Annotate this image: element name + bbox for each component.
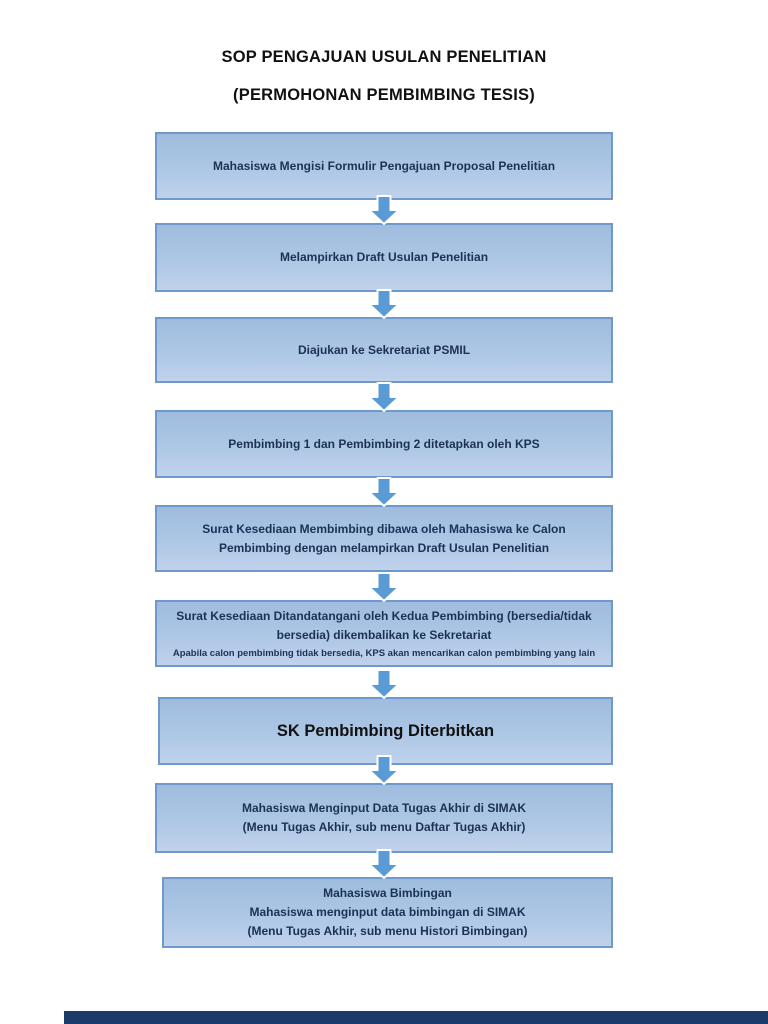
flow-step-text: (Menu Tugas Akhir, sub menu Histori Bimb… xyxy=(247,924,528,938)
flow-step-8: Mahasiswa Menginput Data Tugas Akhir di … xyxy=(155,783,613,853)
down-arrow-icon xyxy=(368,755,400,785)
down-arrow-icon xyxy=(368,849,400,879)
flow-step-text: Diajukan ke Sekretariat PSMIL xyxy=(297,342,471,357)
down-arrow-icon xyxy=(368,382,400,412)
flow-step-text: Mahasiswa Menginput Data Tugas Akhir di … xyxy=(241,801,527,815)
document-title-line1: SOP PENGAJUAN USULAN PENELITIAN xyxy=(221,48,547,66)
down-arrow-icon xyxy=(368,289,400,319)
down-arrow-icon xyxy=(368,477,400,507)
down-arrow-icon xyxy=(368,572,400,602)
flow-step-6: Surat Kesediaan Ditandatangani oleh Kedu… xyxy=(155,600,613,667)
flow-step-text: Mahasiswa Bimbingan xyxy=(323,886,452,900)
flow-step-4: Pembimbing 1 dan Pembimbing 2 ditetapkan… xyxy=(155,410,613,478)
flow-step-text: Surat Kesediaan Ditandatangani oleh Kedu… xyxy=(176,609,592,623)
flow-step-text: Pembimbing 1 dan Pembimbing 2 ditetapkan… xyxy=(228,436,540,451)
flow-step-3: Diajukan ke Sekretariat PSMIL xyxy=(155,317,613,383)
flow-step-text: Melampirkan Draft Usulan Penelitian xyxy=(279,250,489,264)
flow-step-text: bersedia) dikembalikan ke Sekretariat xyxy=(276,628,492,642)
flow-step-5: Surat Kesediaan Membimbing dibawa oleh M… xyxy=(155,505,613,572)
flow-step-text: (Menu Tugas Akhir, sub menu Daftar Tugas… xyxy=(242,820,526,834)
document-title-line2: (PERMOHONAN PEMBIMBING TESIS) xyxy=(233,86,535,104)
flow-step-text: Pembimbing dengan melampirkan Draft Usul… xyxy=(218,540,550,555)
flow-step-2: Melampirkan Draft Usulan Penelitian xyxy=(155,223,613,292)
flow-step-note: Apabila calon pembimbing tidak bersedia,… xyxy=(172,648,596,659)
flow-step-text: SK Pembimbing Diterbitkan xyxy=(276,722,495,740)
next-page-strip xyxy=(64,1011,768,1024)
flow-step-text: Mahasiswa menginput data bimbingan di SI… xyxy=(249,905,526,919)
down-arrow-icon xyxy=(368,195,400,225)
flow-step-text: Surat Kesediaan Membimbing dibawa oleh M… xyxy=(202,521,566,536)
flow-step-1: Mahasiswa Mengisi Formulir Pengajuan Pro… xyxy=(155,132,613,200)
flow-step-text: Mahasiswa Mengisi Formulir Pengajuan Pro… xyxy=(212,158,556,173)
down-arrow-icon xyxy=(368,669,400,699)
